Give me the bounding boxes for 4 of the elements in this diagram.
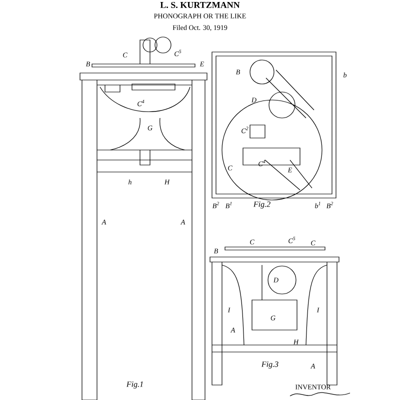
inventor-name: L. S. KURTZMANN (160, 2, 240, 8)
figure-label: Fig.2 (253, 202, 270, 208)
figure-label: Fig.3 (261, 362, 278, 368)
figure-label: Fig.1 (126, 382, 143, 388)
